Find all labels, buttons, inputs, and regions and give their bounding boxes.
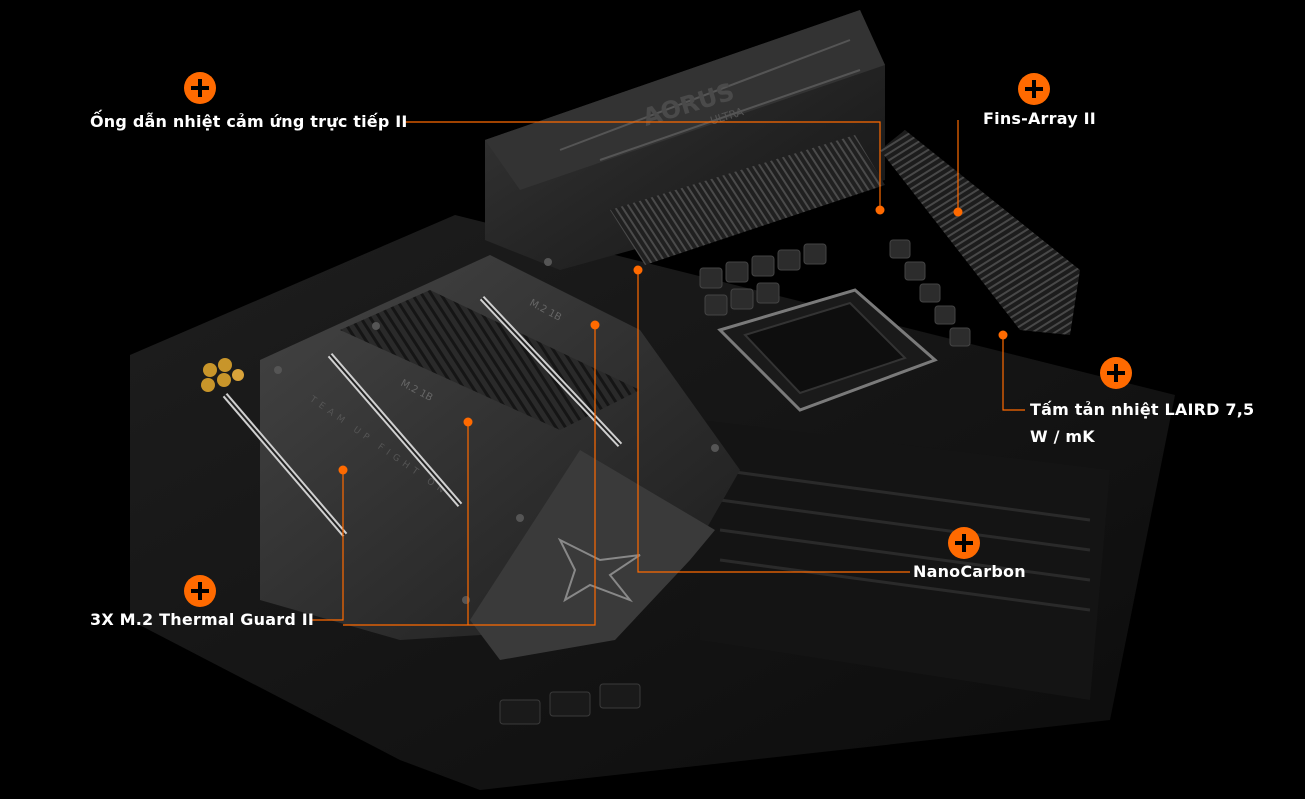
vrm-heatsink-top <box>610 135 885 265</box>
shroud-lines <box>559 39 861 161</box>
dimm-area <box>700 420 1110 700</box>
eagle-plate <box>470 450 715 660</box>
nanocarbon-label: NanoCarbon <box>913 562 1026 581</box>
eagle-logo <box>557 537 641 603</box>
chokes-right <box>889 239 971 347</box>
callout-lines <box>312 120 1025 626</box>
heatpipe-label: Ống dẫn nhiệt cảm ứng trực tiếp II <box>90 112 408 131</box>
io-shroud-top <box>485 10 885 190</box>
plus-icon[interactable] <box>184 72 216 104</box>
m2-thermal-label: 3X M.2 Thermal Guard II <box>90 610 315 629</box>
laird-label-line2: W / mK <box>1030 427 1095 446</box>
dimm-slots <box>719 468 1091 612</box>
plus-icon[interactable] <box>184 575 216 607</box>
plus-icon[interactable] <box>1018 73 1050 105</box>
laird-label-line1: Tấm tản nhiệt LAIRD 7,5 <box>1030 400 1255 419</box>
m2-plate-1 <box>340 290 640 430</box>
sata-ports <box>499 683 641 725</box>
screws <box>274 258 719 604</box>
pcie-slot-inner <box>224 297 621 536</box>
plus-icon[interactable] <box>1100 357 1132 389</box>
callout-dots <box>338 205 1008 475</box>
plus-icon[interactable] <box>948 527 980 559</box>
fins-array-label: Fins-Array II <box>983 109 1096 128</box>
vrm-heatsink-right <box>880 130 1080 335</box>
audio-capacitors <box>201 358 244 392</box>
chokes-top <box>699 243 827 316</box>
cpu-socket <box>743 301 907 395</box>
